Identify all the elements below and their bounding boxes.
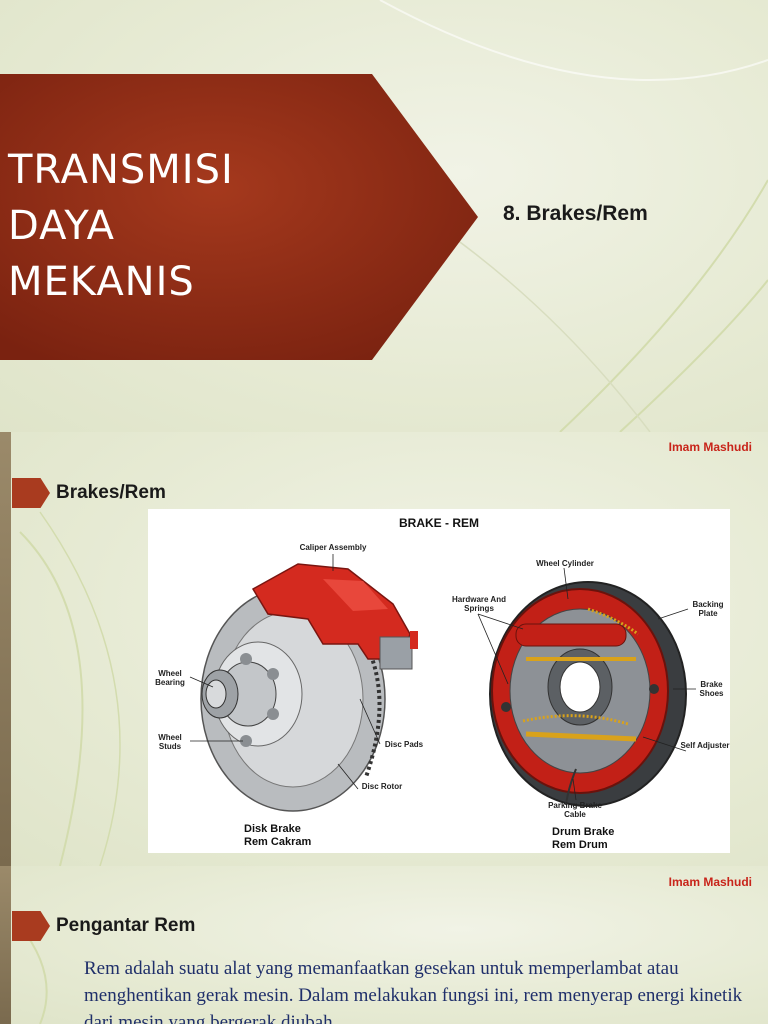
decorative-curves <box>19 511 121 866</box>
label-wheel-bearing: Wheel Bearing <box>155 669 185 687</box>
section-title: Brakes/Rem <box>56 482 166 503</box>
label-hardware-springs: Hardware And Springs <box>452 595 506 613</box>
drum-brake-caption: Drum Brake Rem Drum <box>552 826 614 852</box>
title-line-1: TRANSMISI <box>8 147 234 193</box>
section-heading: Brakes/Rem <box>12 478 166 508</box>
brake-illustration <box>189 554 696 812</box>
title-banner <box>0 74 478 360</box>
presentation-title: TRANSMISI DAYA MEKANIS <box>8 142 234 310</box>
leader-lines <box>189 554 696 801</box>
title-slide: TRANSMISI DAYA MEKANIS 8. Brakes/Rem <box>0 0 768 432</box>
drum-brake-caption-line-2: Rem Drum <box>552 839 608 851</box>
disk-brake-caption-line-1: Disk Brake <box>244 823 301 835</box>
disk-brake-caption: Disk Brake Rem Cakram <box>244 823 311 849</box>
label-wheel-studs: Wheel Studs <box>158 733 182 751</box>
disc-brake-drawing <box>200 563 418 812</box>
intro-slide: Imam Mashudi Pengantar Rem Rem adalah su… <box>0 866 768 1024</box>
arrow-bullet-icon <box>12 911 50 941</box>
label-self-adjuster: Self Adjuster <box>680 741 730 750</box>
left-accent-bar <box>0 866 11 1024</box>
arrow-bullet-icon <box>12 478 50 508</box>
diagram-title: BRAKE - REM <box>399 516 479 530</box>
brakes-slide: Imam Mashudi Brakes/Rem <box>0 432 768 866</box>
drum-brake-drawing <box>489 581 687 807</box>
title-line-2: DAYA <box>8 203 116 249</box>
intro-paragraph: Rem adalah suatu alat yang memanfaatkan … <box>84 958 743 1024</box>
label-parking-brake-cable: Parking Brake Cable <box>548 801 602 819</box>
label-backing-plate: Backing Plate <box>692 600 724 618</box>
author-name: Imam Mashudi <box>668 440 752 454</box>
disk-brake-caption-line-2: Rem Cakram <box>244 836 312 848</box>
author-name: Imam Mashudi <box>668 875 752 889</box>
left-accent-bar <box>0 432 11 866</box>
label-disc-pads: Disc Pads <box>384 740 424 749</box>
title-line-3: MEKANIS <box>8 259 195 305</box>
section-heading: Pengantar Rem <box>12 911 195 941</box>
section-title: Pengantar Rem <box>56 915 196 936</box>
drum-brake-caption-line-1: Drum Brake <box>552 826 615 838</box>
label-wheel-cylinder: Wheel Cylinder <box>536 559 594 568</box>
presentation-subtitle: 8. Brakes/Rem <box>503 202 648 225</box>
label-brake-shoes: Brake Shoes <box>699 680 724 698</box>
label-caliper-assembly: Caliper Assembly <box>299 543 367 552</box>
brake-diagram: BRAKE - REM Caliper Assembly Wheel Beari… <box>148 509 730 853</box>
label-disc-rotor: Disc Rotor <box>361 782 403 791</box>
slide-background <box>0 866 768 1024</box>
